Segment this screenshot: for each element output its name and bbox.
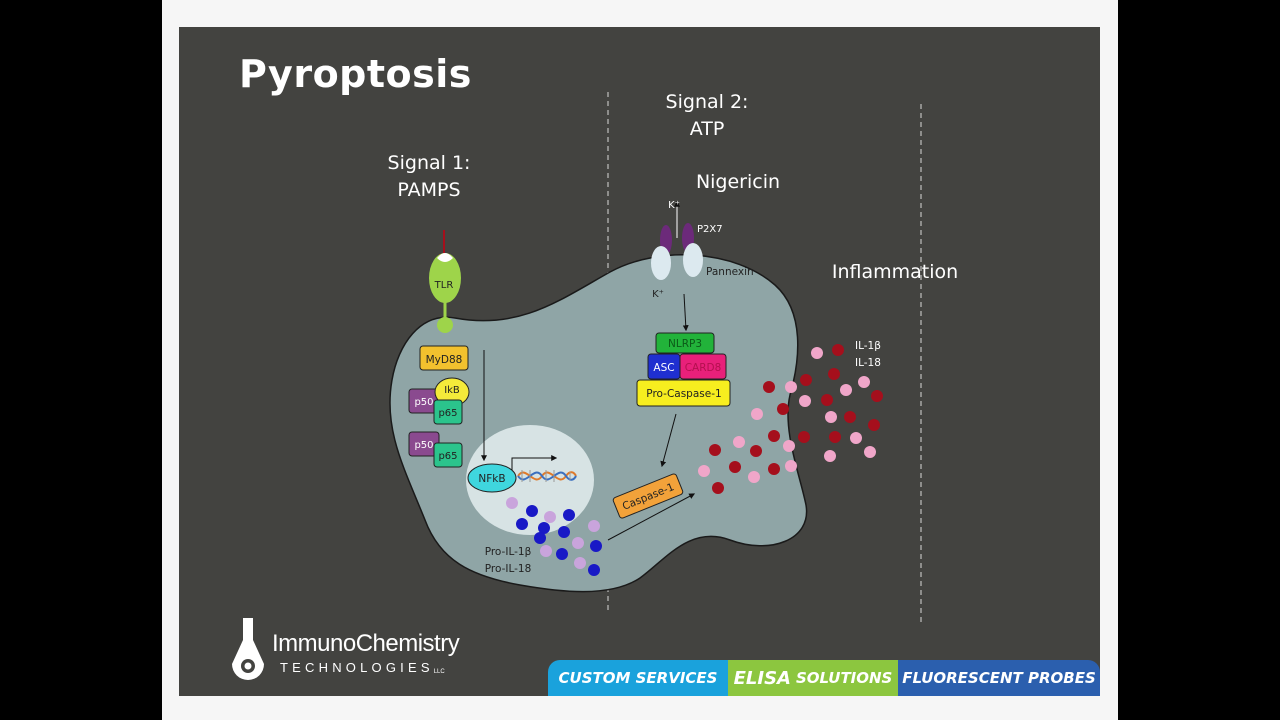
p50-label-1: p50 <box>414 397 433 408</box>
logo-sub-text: TECHNOLOGIES <box>280 660 434 675</box>
company-logo: ImmunoChemistry TECHNOLOGIESLLC <box>228 616 468 688</box>
logo-llc: LLC <box>433 669 445 675</box>
signal1-line2: PAMPS <box>397 179 461 201</box>
p65-box-2 <box>433 442 463 468</box>
k-out-label: K⁺ <box>668 200 680 211</box>
nfkb-label: NFkB <box>478 473 505 485</box>
pannexin-left <box>651 246 671 280</box>
signal2-line2: ATP <box>689 118 725 140</box>
transcription-arrow <box>511 455 558 470</box>
tab-fluorescent-probes-label: FLUORESCENT PROBES <box>902 669 1096 687</box>
card8-box <box>679 353 727 380</box>
tab-custom-services-label: CUSTOM SERVICES <box>558 669 718 687</box>
asc-label: ASC <box>653 362 674 374</box>
p50-label-2: p50 <box>414 440 433 451</box>
nigericin-label: Nigericin <box>695 171 781 193</box>
nfkb-shape <box>467 463 517 493</box>
signal1-label: Signal 1: PAMPS <box>380 150 478 204</box>
tlr-receptor <box>429 253 461 303</box>
pannexin-right <box>683 243 703 277</box>
signal2-label: Signal 2: ATP <box>658 89 756 143</box>
p65-label-1: p65 <box>438 408 457 419</box>
p65-box-1 <box>433 399 463 425</box>
il18-label: IL-18 <box>855 357 881 369</box>
pro-il1b-label: Pro-IL-1β <box>485 546 532 558</box>
card8-label: CARD8 <box>685 362 722 374</box>
logo-name: ImmunoChemistry <box>272 630 460 657</box>
pro-caspase1-box <box>636 379 731 407</box>
k-in-label: K⁺ <box>652 289 664 300</box>
ikb-label: IkB <box>444 385 460 396</box>
tlr-notch <box>437 253 453 262</box>
p65-label-2: p65 <box>438 451 457 462</box>
tlr-tail <box>437 317 453 333</box>
il1b-label: IL-1β <box>855 340 881 352</box>
signal1-line1: Signal 1: <box>387 152 471 174</box>
maturation-arrow <box>607 493 696 541</box>
tab-fluorescent-probes[interactable]: FLUORESCENT PROBES <box>898 660 1100 696</box>
signal2-line1: Signal 2: <box>665 91 749 113</box>
nlrp3-box <box>655 332 715 354</box>
myd88-box <box>419 345 469 371</box>
mature-il-particles <box>698 344 883 494</box>
cleavage-arrow <box>660 413 677 468</box>
k-signal-arrow <box>682 293 689 332</box>
flask-drop-icon <box>232 618 264 680</box>
pro-il18-label: Pro-IL-18 <box>485 563 532 575</box>
pro-il-particles <box>506 497 602 576</box>
tlr-label: TLR <box>434 280 454 291</box>
tab-custom-services[interactable]: CUSTOM SERVICES <box>548 660 728 696</box>
nlrp3-label: NLRP3 <box>668 338 702 350</box>
tab-elisa-big-label: ELISA <box>733 667 791 689</box>
slide-title: Pyroptosis <box>239 52 472 96</box>
dna-helix-icon <box>517 470 577 482</box>
tab-elisa-label: SOLUTIONS <box>795 669 893 687</box>
p2x7-label: P2X7 <box>697 224 723 235</box>
pro-caspase1-label: Pro-Caspase-1 <box>646 388 721 400</box>
inflammation-label: Inflammation <box>831 261 959 283</box>
logo-subtitle: TECHNOLOGIESLLC <box>280 660 445 675</box>
pannexin-label: Pannexin <box>706 266 754 278</box>
myd88-label: MyD88 <box>426 354 463 366</box>
